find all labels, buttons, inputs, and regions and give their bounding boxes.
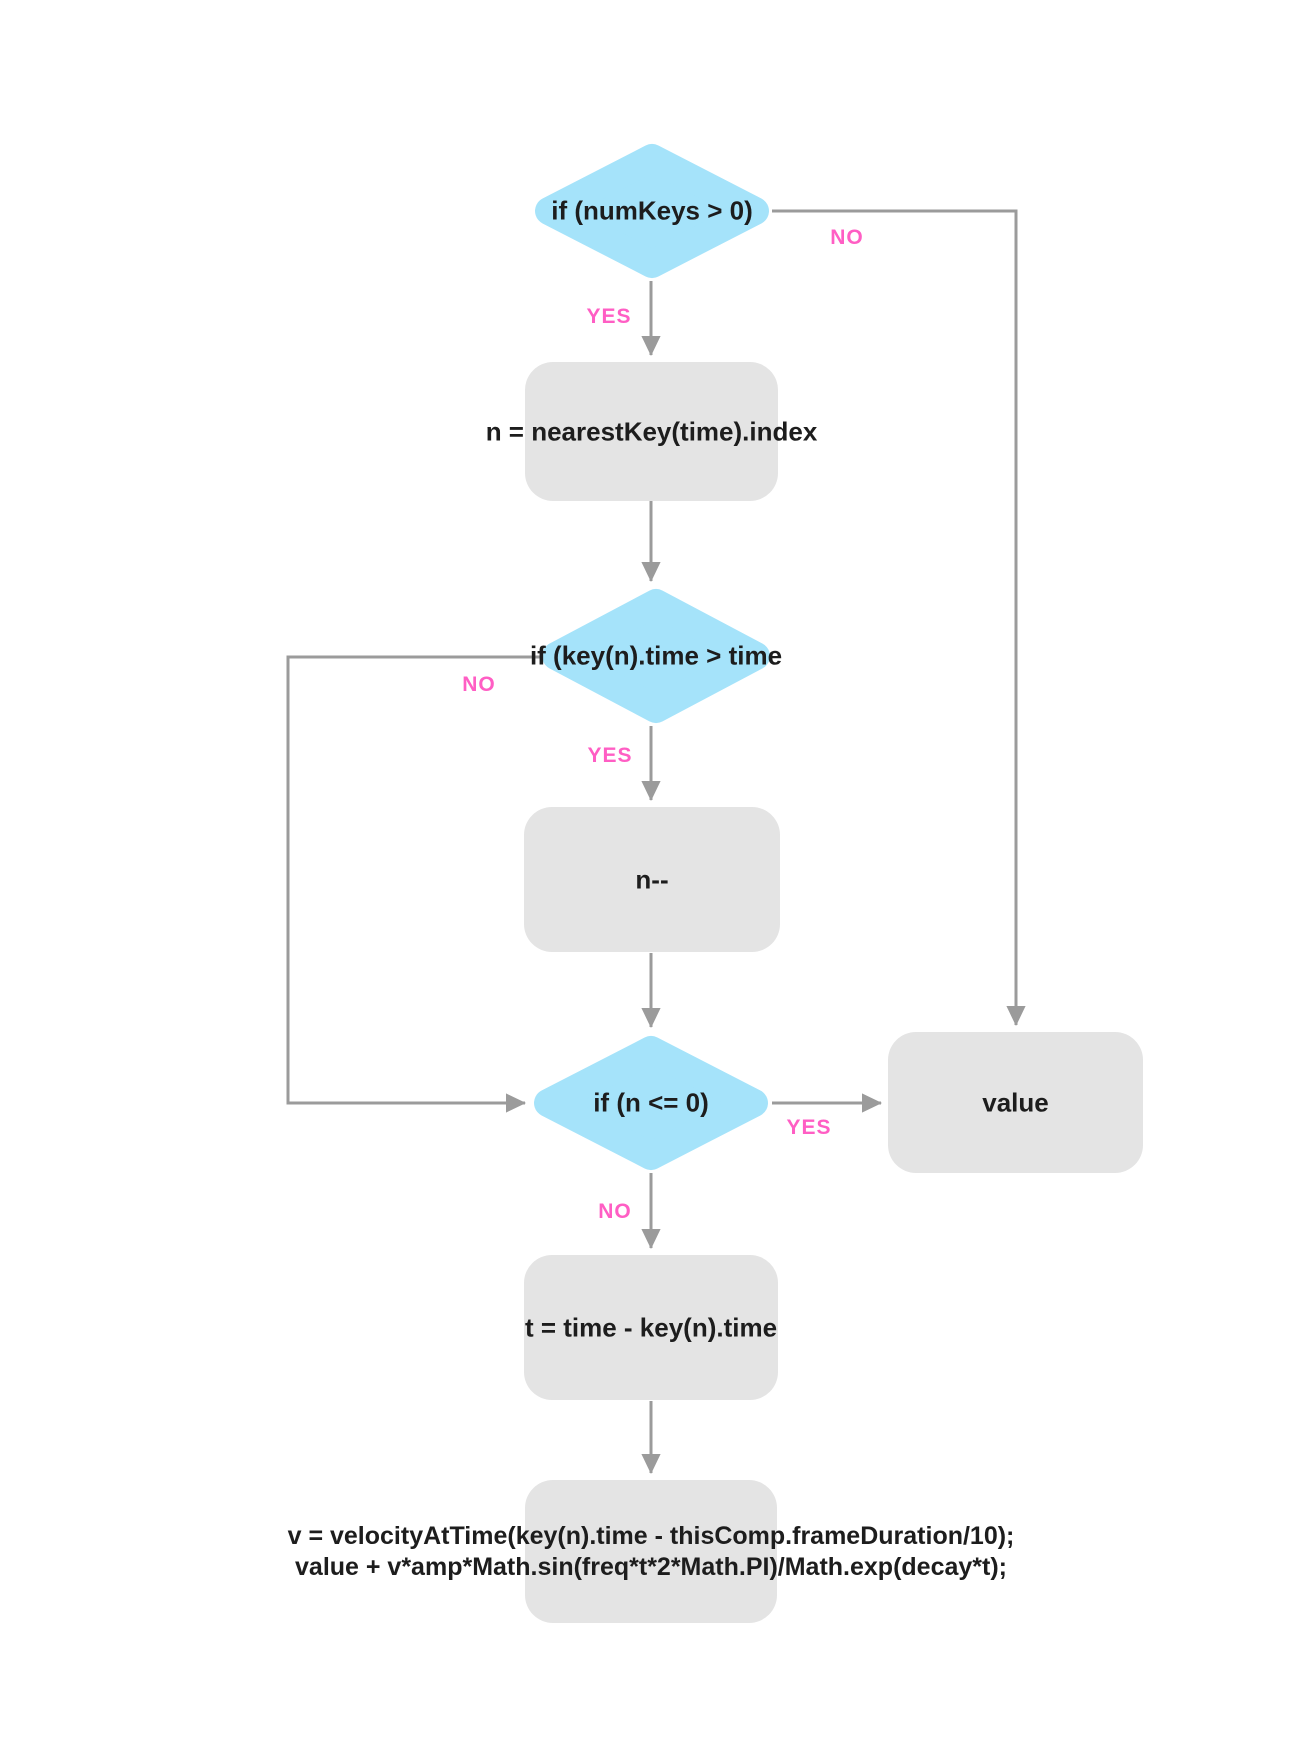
expression-line-2: value + v*amp*Math.sin(freq*t*2*Math.PI)… xyxy=(295,1552,1007,1581)
process-value: value xyxy=(888,1032,1143,1173)
process-nearest-key-label: n = nearestKey(time).index xyxy=(485,416,818,446)
edge-label-d2-no: NO xyxy=(462,673,496,696)
diamond-icon xyxy=(534,1036,768,1170)
edge-label-d1-no: NO xyxy=(830,226,864,249)
decision-numkeys: if (numKeys > 0) xyxy=(533,142,771,280)
edge-label-d1-yes: YES xyxy=(586,305,632,328)
process-decrement-label: n-- xyxy=(635,864,669,894)
process-value-label: value xyxy=(982,1087,1049,1117)
edge-label-d2-yes: YES xyxy=(587,744,633,767)
process-t-assignment: t = time - key(n).time xyxy=(524,1255,778,1400)
decision-key-time-label: if (key(n).time > time xyxy=(529,640,783,671)
edge-d2-no-loop xyxy=(286,655,541,1113)
decision-key-time: if (key(n).time > time xyxy=(530,587,782,725)
diamond-icon xyxy=(535,144,769,278)
process-final-expression: v = velocityAtTime(key(n).time - thisCom… xyxy=(288,1480,1014,1623)
decision-n-lte-zero-label: if (n <= 0) xyxy=(593,1087,709,1118)
process-nearest-key: n = nearestKey(time).index xyxy=(486,362,817,501)
process-final-expression-label: v = velocityAtTime(key(n).time - thisCom… xyxy=(288,1521,1015,1583)
edge-label-d3-yes: YES xyxy=(786,1116,832,1139)
decision-numkeys-label: if (numKeys > 0) xyxy=(551,195,753,226)
process-t-assignment-label: t = time - key(n).time xyxy=(524,1312,778,1342)
expression-line-1: v = velocityAtTime(key(n).time - thisCom… xyxy=(287,1521,1015,1550)
edge-label-d3-no: NO xyxy=(598,1200,632,1223)
decision-n-lte-zero: if (n <= 0) xyxy=(532,1034,770,1172)
process-decrement: n-- xyxy=(524,807,780,952)
edge-d1-no xyxy=(772,209,1026,1026)
diamond-icon xyxy=(542,589,770,723)
